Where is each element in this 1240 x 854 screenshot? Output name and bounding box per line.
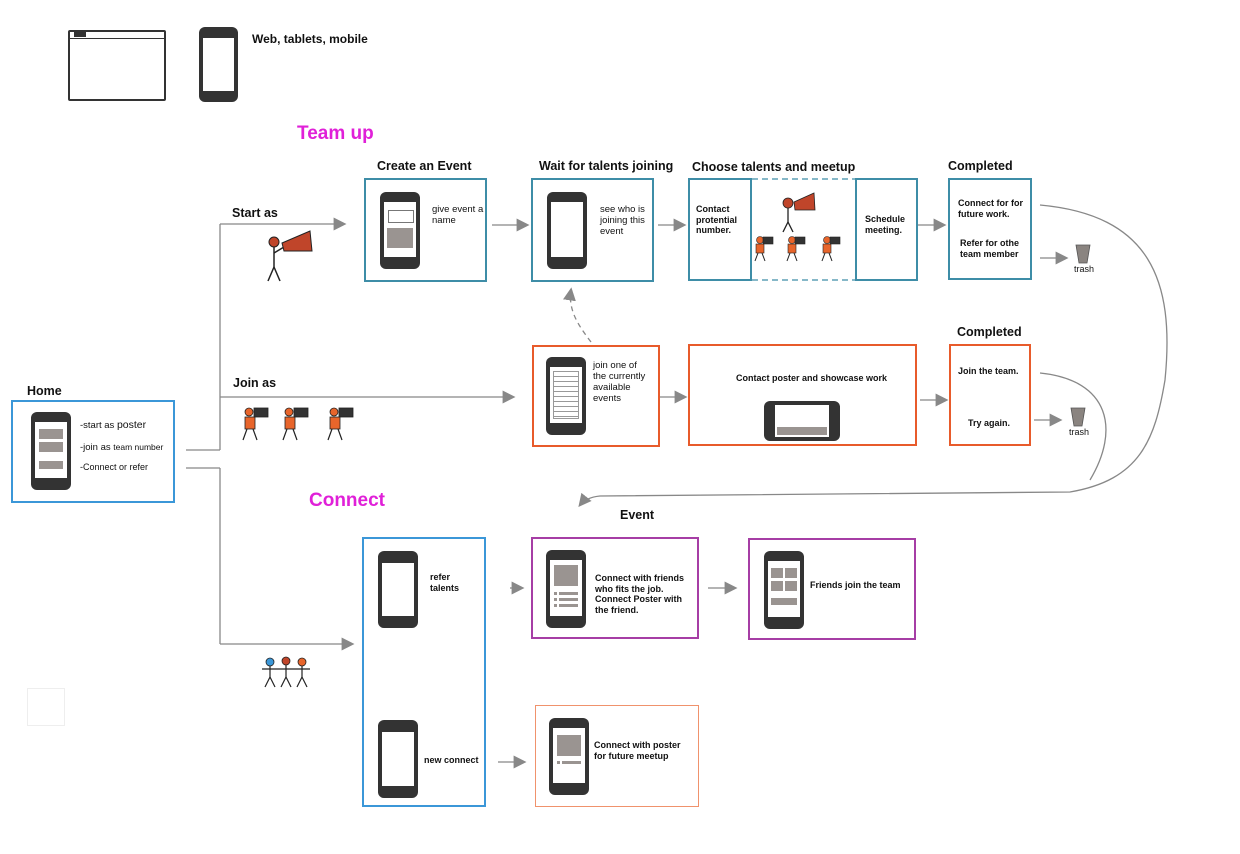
home-phone-icon [31, 412, 71, 490]
create-event-phone-icon [380, 192, 420, 269]
refer-talents-text[interactable]: refer talents [430, 572, 460, 593]
connect-title: Connect [309, 490, 385, 511]
refer-phone-icon [378, 551, 418, 628]
connect-poster-future-box[interactable]: Connect with poster for future meetup [535, 705, 699, 807]
mobile-phone-icon [199, 27, 238, 102]
contact-potential-text: Contact protential number. [696, 204, 738, 235]
join-event-box[interactable]: join one of the currently available even… [532, 345, 660, 447]
browser-window-icon [68, 30, 166, 101]
trash-label-2: trash [1069, 427, 1090, 437]
new-connect-text[interactable]: new connect [424, 755, 479, 765]
home-item-team-number: team number [113, 442, 164, 452]
create-event-box[interactable]: give event a name [364, 178, 487, 282]
home-item-start[interactable]: -start as [80, 420, 115, 431]
trash-label-1: trash [1074, 264, 1095, 274]
home-item-connect[interactable]: -Connect or refer [80, 462, 149, 472]
give-event-text: give event a name [432, 204, 484, 226]
camera-crew-icon [242, 407, 354, 441]
trash-icon[interactable] [1075, 244, 1091, 264]
completed-1-box[interactable]: Connect for for future work. Refer for o… [948, 178, 1032, 280]
connect-friends-box[interactable]: Connect with friends who fits the job. C… [531, 537, 699, 639]
wait-phone-icon [547, 192, 587, 269]
see-who-text: see who is joining this event [600, 204, 645, 237]
home-item-poster: poster [116, 419, 147, 431]
schedule-text: Schedule meeting. [865, 214, 906, 235]
connect-friends-text: Connect with friends who fits the job. C… [595, 573, 685, 615]
friends-join-box[interactable]: Friends join the team [748, 538, 916, 640]
friends-join-text: Friends join the team [810, 580, 901, 590]
home-title: Home [27, 384, 62, 398]
placeholder-square [27, 688, 65, 726]
stage-create-event: Create an Event [377, 159, 472, 173]
wait-box[interactable]: see who is joining this event [531, 178, 654, 282]
join-team-text[interactable]: Join the team. [958, 366, 1019, 376]
legend-label: Web, tablets, mobile [252, 32, 368, 46]
stage-choose: Choose talents and meetup [692, 160, 856, 174]
stage-event: Event [620, 508, 655, 522]
landscape-phone-icon [764, 401, 840, 441]
stage-completed-2: Completed [957, 325, 1022, 339]
friends-join-phone-icon [764, 551, 804, 629]
connected-people-icon [262, 656, 310, 688]
contact-poster-text: Contact poster and showcase work [736, 373, 888, 383]
home-item-join[interactable]: -join as [80, 442, 111, 453]
try-again-text[interactable]: Try again. [968, 418, 1011, 428]
connect-friends-phone-icon [546, 550, 586, 628]
refer-other-text[interactable]: Refer for othe team member [960, 238, 1020, 259]
connect-future-text[interactable]: Connect for for future work. [958, 198, 1023, 219]
join-event-phone-icon [546, 357, 586, 435]
connect-poster-future-text: Connect with poster for future meetup [594, 740, 681, 761]
contact-poster-box[interactable]: Contact poster and showcase work [688, 344, 917, 446]
stage-completed-1: Completed [948, 159, 1013, 173]
join-one-text: join one of the currently available even… [593, 360, 646, 404]
join-as-label: Join as [233, 376, 277, 390]
connect-poster-phone-icon [549, 718, 589, 795]
talents-group-icon [754, 192, 841, 262]
connect-box[interactable]: refer talents new connect [362, 537, 486, 807]
home-box[interactable]: -start as poster -join as team number -C… [11, 400, 175, 503]
completed-2-box[interactable]: Join the team. Try again. [949, 344, 1031, 446]
stage-wait: Wait for talents joining [539, 159, 674, 173]
schedule-box[interactable]: Schedule meeting. [855, 178, 918, 281]
contact-potential-box[interactable]: Contact protential number. [688, 178, 752, 281]
start-as-label: Start as [232, 206, 278, 220]
new-connect-phone-icon [378, 720, 418, 798]
megaphone-person-icon [267, 230, 313, 282]
trash-icon-2[interactable] [1070, 407, 1086, 427]
team-up-title: Team up [297, 123, 374, 144]
